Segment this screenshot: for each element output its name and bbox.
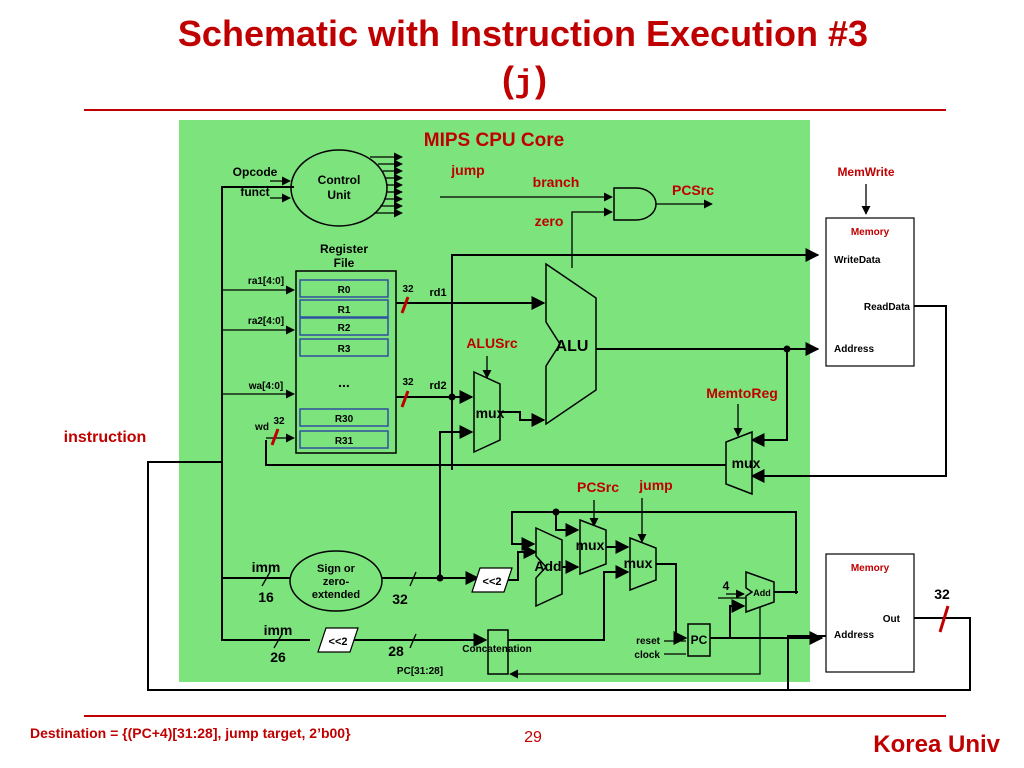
concat-width-28: 28 — [388, 643, 404, 659]
data-memory-readdata: ReadData — [864, 302, 911, 313]
port-ra2: ra2[4:0] — [248, 316, 284, 327]
sign-extend-label-3: extended — [312, 589, 360, 601]
concatenation-label: Concatenation — [462, 644, 531, 655]
port-ra1: ra1[4:0] — [248, 276, 284, 287]
imm-width-26: 26 — [270, 649, 286, 665]
port-wd: wd — [254, 422, 269, 433]
zero-signal: zero — [535, 213, 564, 229]
imm-label-1: imm — [252, 559, 281, 575]
register-r0 — [299, 279, 389, 298]
data-memory-writedata: WriteData — [834, 255, 881, 266]
svg-text:R3: R3 — [338, 344, 351, 355]
memtoreg-signal: MemtoReg — [706, 385, 778, 401]
shift-left-2-a — [471, 567, 513, 593]
imm-width-16: 16 — [258, 589, 274, 605]
register-file-title-2: File — [334, 256, 355, 270]
shift-left-2-a-label: <<2 — [483, 576, 502, 588]
slide-title: Schematic with Instruction Execution #3 — [178, 13, 868, 54]
pcsrc-mux — [579, 518, 607, 576]
control-unit-label-1: Control — [318, 173, 361, 187]
memtoreg-mux — [725, 430, 753, 496]
register-ellipsis: ... — [338, 374, 350, 390]
opcode-label: Opcode — [233, 165, 278, 179]
data-memory-address: Address — [834, 344, 874, 355]
rd1-width: 32 — [402, 284, 414, 295]
funct-label: funct — [240, 185, 269, 199]
reset-label: reset — [636, 636, 661, 647]
register-list: R0 R1 R2 R3 ... R30 R31 — [299, 279, 389, 449]
shift-left-2-b — [317, 627, 359, 653]
title-paren-close: ) — [535, 59, 547, 100]
branch-adder-label: Add — [534, 558, 561, 574]
pc-plus-four-adder-label: Add — [753, 588, 771, 598]
rd2-label: rd2 — [429, 380, 446, 392]
alusrc-mux — [473, 370, 501, 454]
jump-signal: jump — [450, 162, 484, 178]
sign-extend-label-2: zero- — [323, 576, 350, 588]
instruction-memory-out: Out — [883, 614, 901, 625]
memtoreg-mux-label: mux — [732, 455, 761, 471]
register-r30 — [299, 408, 389, 427]
instruction-memory-width: 32 — [934, 586, 950, 602]
svg-text:R1: R1 — [338, 305, 351, 316]
instruction-memory-title: Memory — [851, 563, 890, 574]
page-number: 29 — [524, 729, 542, 746]
rd1-label: rd1 — [429, 287, 446, 299]
control-unit-label-2: Unit — [327, 188, 350, 202]
pcsrc-signal-2: PCSrc — [577, 479, 619, 495]
register-r3 — [299, 338, 389, 357]
concatenation-block — [487, 629, 509, 675]
branch-signal: branch — [533, 174, 580, 190]
svg-text:R31: R31 — [335, 436, 354, 447]
data-memory-title: Memory — [851, 227, 890, 238]
instruction-memory — [825, 553, 915, 673]
pc-plus-four-adder — [745, 570, 775, 614]
register-file-title-1: Register — [320, 242, 368, 256]
sign-extend-label-1: Sign or — [317, 563, 356, 575]
rd2-width: 32 — [402, 377, 414, 388]
register-r1 — [299, 299, 389, 318]
alu-label: ALU — [556, 338, 589, 355]
pcsrc-signal: PCSrc — [672, 182, 714, 198]
data-memory — [825, 217, 915, 367]
imm-label-2: imm — [264, 622, 293, 638]
register-r2 — [299, 317, 389, 336]
alusrc-signal: ALUSrc — [466, 335, 518, 351]
and-gate — [613, 187, 657, 221]
cpu-core-label: MIPS CPU Core — [424, 130, 564, 151]
memwrite-signal: MemWrite — [837, 165, 894, 179]
alu — [545, 262, 597, 426]
svg-text:R30: R30 — [335, 414, 354, 425]
instruction-label: instruction — [64, 429, 147, 446]
port-wa: wa[4:0] — [248, 381, 283, 392]
svg-text:R0: R0 — [338, 285, 351, 296]
sign-extend-width-32: 32 — [392, 591, 408, 607]
wd-width: 32 — [273, 416, 285, 427]
instruction-memory-address: Address — [834, 630, 874, 641]
title-paren-open: ( — [502, 59, 514, 100]
pc-register — [687, 623, 711, 657]
svg-text:R2: R2 — [338, 323, 351, 334]
footer-destination: Destination = {(PC+4)[31:28], jump targe… — [30, 725, 351, 741]
control-outputs — [370, 152, 403, 218]
sign-extend-unit — [289, 550, 383, 612]
register-r31 — [299, 430, 389, 449]
footer-org: Korea Univ — [873, 731, 1000, 758]
jump-mux-label: mux — [624, 555, 653, 571]
pcsrc-mux-label: mux — [576, 537, 605, 553]
pc-label: PC — [691, 633, 708, 647]
pc-plus-four-constant: 4 — [723, 579, 730, 593]
title-instruction: j — [514, 65, 533, 102]
jump-mux — [629, 536, 657, 592]
branch-adder — [535, 526, 563, 608]
jump-signal-2: jump — [638, 477, 672, 493]
pc-bits-label: PC[31:28] — [397, 666, 443, 677]
clock-label: clock — [634, 650, 660, 661]
alusrc-mux-label: mux — [476, 405, 505, 421]
shift-left-2-b-label: <<2 — [329, 636, 348, 648]
